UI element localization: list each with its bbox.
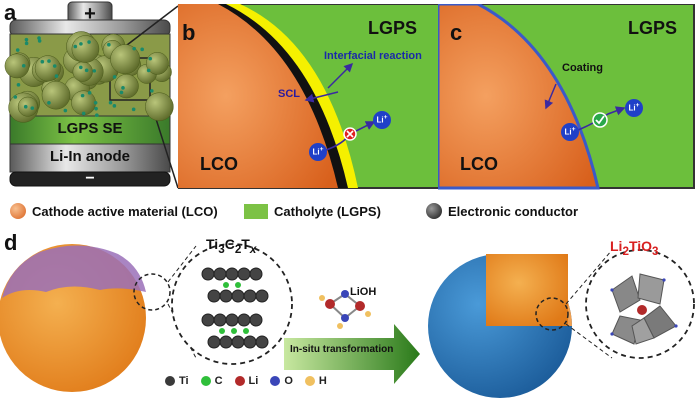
li-ion-out-c: Li+ [628,102,640,113]
element-li: Li [234,375,258,387]
li2tio3-label: Li2TiO3 [610,238,659,258]
element-legend: Ti C Li O H [165,373,339,389]
cathode-particles [4,31,174,123]
element-ti: Ti [165,375,189,387]
in-situ-arrow-label: In-situ transformation [290,344,394,355]
lioh-label: LiOH [350,286,377,298]
lgps-se-label: LGPS SE [57,120,123,137]
legend-item-lgps: Catholyte (LGPS) [244,198,381,224]
li-ion-in-b: Li+ [312,146,324,157]
lgps-label-b: LGPS [368,18,418,38]
lgps-swatch [244,203,268,219]
li-dot [234,376,245,386]
li-ion-in-c: Li+ [564,126,576,137]
conductor-swatch [426,203,442,219]
battery-plus-sign: + [84,3,96,25]
element-o: O [270,375,293,387]
o-dot [270,376,281,386]
lco-label-b: LCO [200,154,238,174]
ti-dot [165,376,175,386]
battery-minus-sign: − [85,170,95,187]
lco-swatch [10,203,26,219]
material-legend: Cathode active material (LCO) Catholyte … [6,198,696,224]
scl-label: SCL [278,88,300,100]
panel-c-interface [438,4,695,190]
legend-item-lco: Cathode active material (LCO) [10,198,218,224]
lco-label-c: LCO [460,154,498,174]
panel-label-a: a [4,0,17,25]
panel-label-c: c [450,20,463,45]
c-dot [200,376,211,386]
interfacial-reaction-label: Interfacial reaction [324,50,422,62]
h-dot [304,376,315,386]
legend-item-conductor: Electronic conductor [426,198,578,224]
panel-b-interface [178,4,441,189]
coating-label: Coating [562,62,603,74]
element-c: C [200,375,223,387]
li-in-anode-label: Li-In anode [50,148,130,165]
panel-d-transformation [0,243,695,398]
ti3c2tx-label: Ti3C2Tx [206,236,257,256]
panel-label-b: b [182,20,196,45]
li-ion-out-b: Li+ [376,114,388,125]
mxene-structure [201,267,269,349]
element-h: H [304,375,327,387]
lgps-label-c: LGPS [628,18,678,38]
panel-label-d: d [4,230,18,255]
